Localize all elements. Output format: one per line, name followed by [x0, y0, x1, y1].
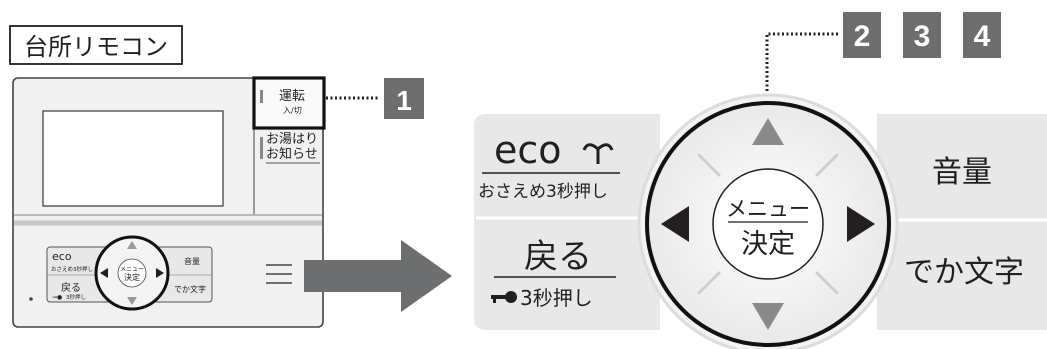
- small-menu-line1: メニュー: [120, 266, 144, 273]
- small-volume-button[interactable]: 音量: [184, 256, 200, 266]
- small-back-hold-label: 3秒押し: [66, 293, 86, 301]
- callout-3-label: 3: [914, 20, 931, 53]
- small-large-text-label: でか文字: [174, 284, 206, 294]
- small-eco-label: eco: [52, 250, 72, 263]
- zoom-arrow-icon: [304, 240, 452, 312]
- menu-label: メニュー: [726, 197, 810, 221]
- small-up-arrow-icon: [127, 241, 137, 249]
- small-left-arrow-icon: [100, 268, 108, 278]
- indicator-dot: [29, 297, 33, 301]
- down-arrow-icon[interactable]: [752, 303, 784, 330]
- sprout-icon: [582, 143, 614, 164]
- diagonal-tick-icons: [697, 153, 839, 295]
- operation-sub-label: 入/切: [283, 106, 302, 115]
- speaker-grille-icon: [266, 264, 292, 284]
- bath-notify-line1: お湯はり: [266, 132, 318, 147]
- bath-notify-line2: お知らせ: [266, 146, 318, 162]
- small-large-text-button[interactable]: でか文字: [174, 284, 206, 294]
- operation-button[interactable]: 運転 入/切: [252, 76, 326, 130]
- small-down-arrow-icon: [127, 297, 137, 305]
- eco-hold-label: おさえめ3秒押し: [478, 182, 608, 202]
- small-volume-label: 音量: [184, 256, 200, 266]
- menu-enter-button[interactable]: メニュー 決定: [712, 168, 824, 280]
- callout-4: 4: [963, 12, 1001, 58]
- large-text-button[interactable]: でか文字: [904, 255, 1024, 290]
- small-remote: 運転 入/切 お湯はり お知らせ eco おさえめ3秒押し 戻る 3秒押し ⊸●: [12, 76, 326, 328]
- large-text-label: でか文字: [904, 255, 1024, 290]
- back-label: 戻る: [524, 237, 592, 277]
- dial[interactable]: メニュー 決定: [645, 101, 891, 347]
- callout-1: 1: [384, 78, 424, 119]
- volume-label: 音量: [932, 155, 992, 190]
- bath-notify-button[interactable]: お湯はり お知らせ: [260, 132, 320, 164]
- small-right-arrow-icon: [156, 268, 164, 278]
- callout-3: 3: [903, 12, 941, 58]
- remote-display: [42, 110, 224, 207]
- enter-label: 決定: [741, 229, 795, 260]
- eco-button[interactable]: eco おさえめ3秒押し: [478, 128, 620, 202]
- volume-button[interactable]: 音量: [932, 155, 992, 190]
- back-hold-label: 3秒押し: [520, 286, 593, 310]
- small-key-icon: ⊸●: [52, 294, 62, 301]
- small-dial[interactable]: メニュー 決定: [94, 235, 170, 311]
- small-button-cluster: eco おさえめ3秒押し 戻る 3秒押し ⊸● 音量 でか文字 メニュー 決定: [46, 235, 213, 311]
- small-back-label: 戻る: [61, 281, 81, 294]
- small-eco-hold-label: おさえめ3秒押し: [51, 265, 93, 273]
- callout-234-connector: [765, 32, 838, 118]
- operation-label: 運転: [279, 89, 305, 104]
- callout-4-label: 4: [974, 20, 991, 53]
- eco-label: eco: [494, 128, 562, 172]
- up-arrow-icon[interactable]: [752, 118, 784, 145]
- left-arrow-icon[interactable]: [661, 206, 689, 242]
- page-title: 台所リモコン: [24, 33, 168, 61]
- callout-1-label: 1: [396, 85, 412, 116]
- callout-2-label: 2: [854, 20, 871, 53]
- small-eco-button[interactable]: eco おさえめ3秒押し: [51, 250, 93, 273]
- back-button[interactable]: 戻る 3秒押し: [491, 237, 616, 310]
- enlarged-panel: eco おさえめ3秒押し 戻る 3秒押し 音量: [474, 93, 1047, 349]
- small-menu-line2: 決定: [124, 272, 140, 282]
- title-box: 台所リモコン: [9, 25, 183, 65]
- small-back-button[interactable]: 戻る 3秒押し ⊸●: [52, 281, 86, 301]
- key-icon: [491, 291, 517, 303]
- callout-2: 2: [843, 12, 881, 58]
- right-arrow-icon[interactable]: [847, 206, 875, 242]
